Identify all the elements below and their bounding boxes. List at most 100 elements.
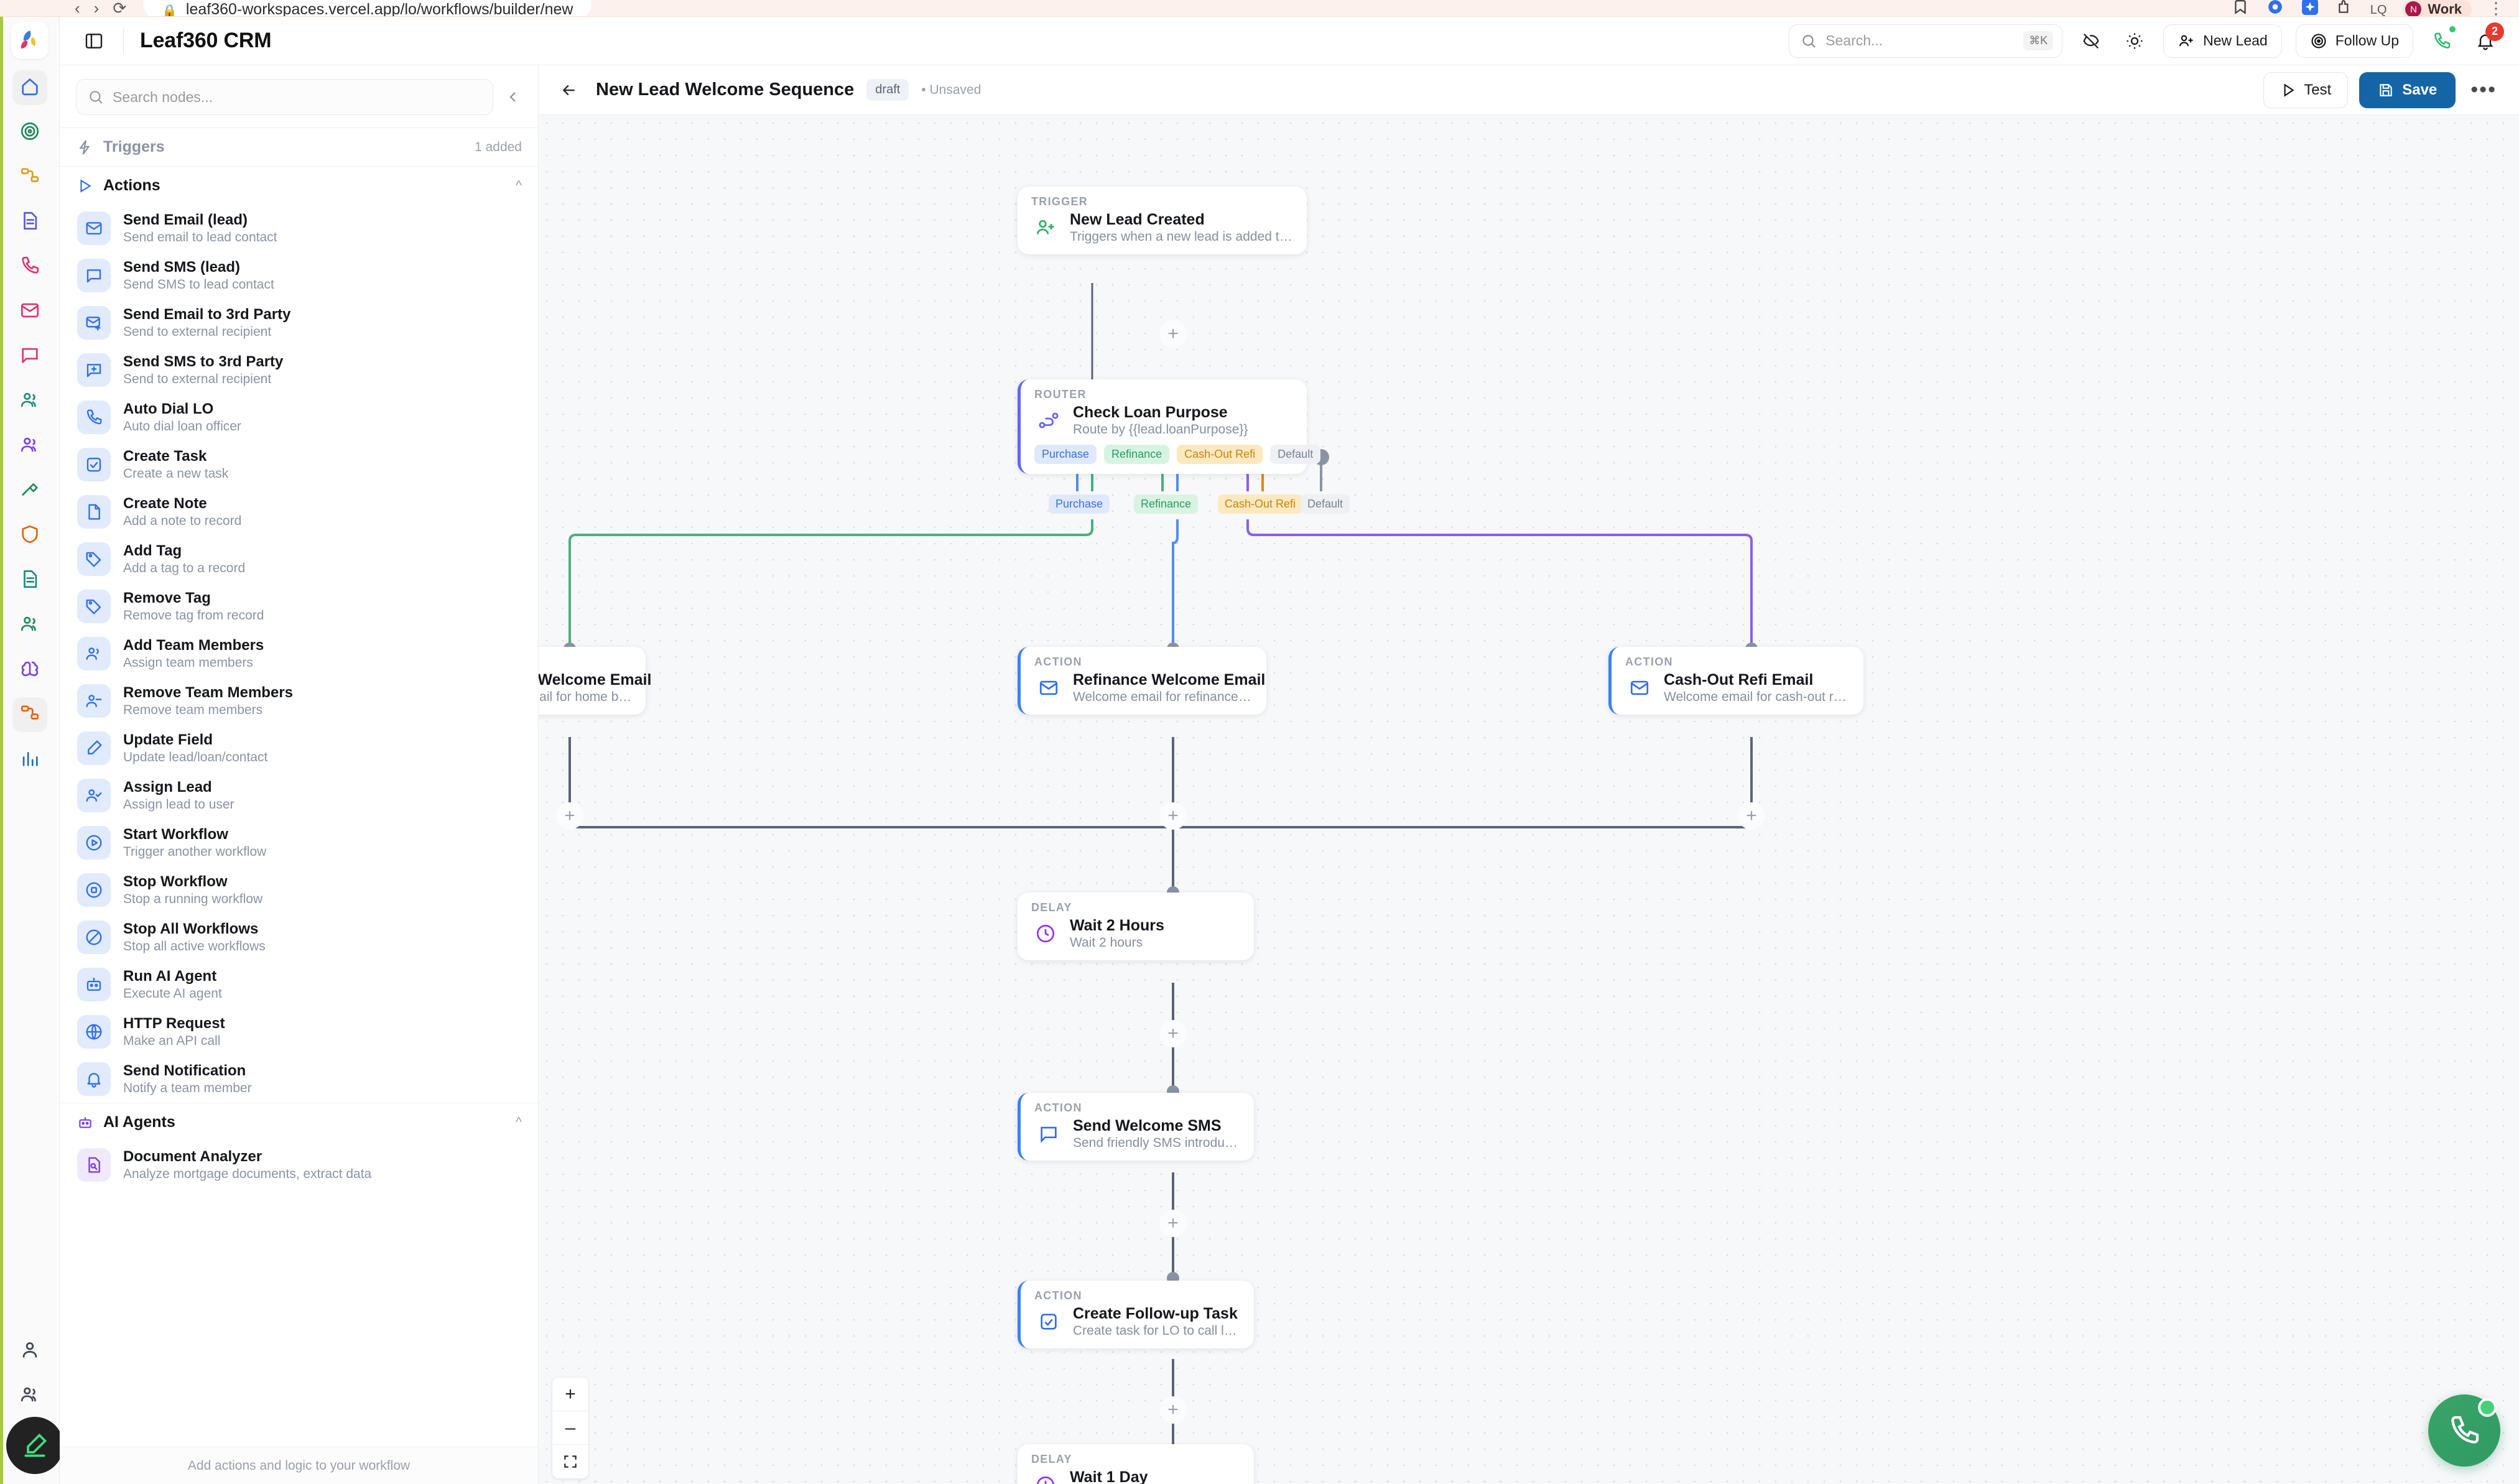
zoom-in-button[interactable]: + [552, 1378, 588, 1411]
reload-icon[interactable]: ⟳ [113, 0, 127, 17]
rail-item-chat[interactable] [12, 339, 47, 374]
sidebar-scroll[interactable]: Triggers 1 added Actions ^ Send Email (l… [60, 128, 538, 1447]
rail-item-analytics[interactable] [12, 742, 47, 777]
forward-icon[interactable]: › [93, 0, 100, 17]
workflow-node-refinance-email[interactable]: ACTION Refinance Welcome Email Welcome e… [1018, 647, 1266, 715]
rail-item-reports[interactable] [12, 563, 47, 598]
workflow-node-send-sms[interactable]: ACTION Send Welcome SMS Send friendly SM… [1018, 1093, 1254, 1161]
workflow-node-cashout-email[interactable]: ACTION Cash-Out Refi Email Welcome email… [1608, 647, 1863, 715]
add-node-handle[interactable]: + [556, 802, 583, 830]
rail-item-home[interactable] [12, 70, 47, 105]
rail-item-group[interactable] [12, 1378, 47, 1413]
node-library-item[interactable]: Send Email (lead)Send email to lead cont… [60, 205, 538, 252]
router-chip-cashout[interactable]: Cash-Out Refi [1177, 445, 1263, 464]
extension-blue-icon[interactable] [2301, 0, 2319, 16]
add-node-handle[interactable]: + [1159, 1020, 1187, 1047]
fit-view-icon[interactable] [552, 1445, 588, 1478]
router-chip-purchase[interactable]: Purchase [1034, 445, 1097, 464]
rail-item-target[interactable] [12, 115, 47, 150]
node-search[interactable] [76, 79, 493, 115]
rail-item-ai-brain[interactable] [12, 652, 47, 687]
workflow-node-purchase-email[interactable]: ACTION Purchase Welcome Email Welcome em… [539, 647, 651, 715]
back-icon[interactable]: ‹ [75, 0, 80, 17]
rail-item-user[interactable] [12, 1333, 47, 1368]
dialer-fab[interactable] [2428, 1394, 2500, 1467]
router-chip-refinance[interactable]: Refinance [1104, 445, 1170, 464]
rail-item-workflow[interactable] [12, 160, 47, 195]
node-library-item[interactable]: Send SMS (lead)Send SMS to lead contact [60, 252, 538, 299]
tab-label-lq[interactable]: LQ [2370, 3, 2387, 17]
workflow-title[interactable]: New Lead Welcome Sequence [596, 80, 855, 100]
compose-fab[interactable] [6, 1417, 63, 1474]
actions-chevron-icon[interactable]: ^ [516, 178, 522, 193]
global-search[interactable]: ⌘K [1789, 24, 2063, 58]
workflow-node-create-task[interactable]: ACTION Create Follow-up Task Create task… [1018, 1281, 1254, 1348]
rail-item-tools[interactable] [12, 473, 47, 508]
workflow-node-router[interactable]: ROUTER Check Loan Purpose Route by {{lea… [1018, 379, 1321, 474]
node-search-input[interactable] [113, 88, 481, 106]
rail-item-phone[interactable] [12, 249, 47, 284]
rail-item-shield[interactable] [12, 518, 47, 553]
extension-shield-icon[interactable] [2266, 0, 2285, 16]
browser-profile-chip[interactable]: N Work [2403, 0, 2472, 16]
bookmark-icon[interactable] [2231, 0, 2250, 16]
follow-up-button[interactable]: Follow Up [2295, 24, 2413, 58]
leaf-logo-icon[interactable] [11, 22, 49, 59]
new-lead-button[interactable]: New Lead [2163, 24, 2282, 58]
save-button[interactable]: Save [2359, 72, 2456, 108]
browser-menu-icon[interactable]: ⋮ [2488, 0, 2504, 17]
workflow-node-delay-1d[interactable]: DELAY Wait 1 Day Wait 1 days [1018, 1444, 1254, 1484]
phone-status-icon[interactable] [2427, 24, 2457, 56]
workflow-canvas[interactable]: + + + + + + + Purchase Refinance Cash-Ou… [539, 115, 2519, 1484]
rail-item-automation[interactable] [12, 697, 47, 732]
address-bar[interactable]: 🔒 leaf360-workspaces.vercel.app/lo/workf… [143, 0, 592, 16]
rail-item-contacts[interactable] [12, 429, 47, 463]
rail-item-mail[interactable] [12, 294, 47, 329]
sun-icon[interactable] [2120, 26, 2150, 56]
extensions-puzzle-icon[interactable] [2336, 0, 2354, 16]
sidebar-section-ai-agents[interactable]: AI Agents ^ [60, 1103, 538, 1141]
test-button[interactable]: Test [2263, 72, 2349, 108]
rail-item-team[interactable] [12, 608, 47, 642]
zoom-out-button[interactable]: – [552, 1411, 588, 1445]
eye-off-icon[interactable] [2076, 26, 2106, 56]
rail-item-users[interactable] [12, 384, 47, 419]
chevron-left-icon[interactable] [501, 85, 526, 109]
add-node-handle[interactable]: + [1159, 320, 1187, 348]
rail-item-document[interactable] [12, 205, 47, 239]
notifications-button[interactable]: 2 [2470, 22, 2504, 56]
global-search-input[interactable] [1825, 32, 2015, 49]
add-node-handle[interactable]: + [1738, 802, 1765, 830]
add-node-handle[interactable]: + [1159, 1210, 1187, 1237]
sidebar-section-actions[interactable]: Actions ^ [60, 166, 538, 205]
workflow-node-trigger[interactable]: TRIGGER New Lead Created Triggers when a… [1018, 187, 1307, 254]
arrow-left-icon[interactable] [555, 76, 583, 104]
add-node-handle[interactable]: + [1159, 1396, 1187, 1424]
node-kind-label: ACTION [1034, 656, 1082, 668]
ai-agents-chevron-icon[interactable]: ^ [516, 1115, 522, 1129]
workflow-node-delay-2h[interactable]: DELAY Wait 2 Hours Wait 2 hours [1018, 893, 1254, 960]
more-horizontal-icon[interactable]: ••• [2470, 78, 2497, 101]
add-node-handle[interactable]: + [1159, 802, 1187, 830]
sidebar-section-triggers[interactable]: Triggers 1 added [60, 128, 538, 166]
panel-toggle-icon[interactable] [81, 28, 107, 54]
router-chip-default[interactable]: Default [1270, 445, 1321, 464]
